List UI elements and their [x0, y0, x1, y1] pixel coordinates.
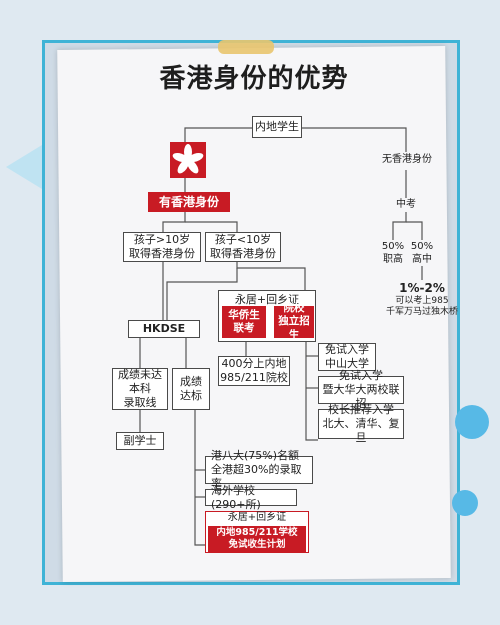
- node-age-under-10: 孩子<10岁 取得香港身份: [205, 232, 281, 262]
- node-mainland-student: 内地学生: [252, 116, 302, 138]
- node-vocational: 50% 职高: [381, 241, 405, 265]
- node-age-over-10: 孩子>10岁 取得香港身份: [123, 232, 201, 262]
- node-success-note: 可以考上985 千军万马过独木桥: [385, 296, 458, 318]
- node-no-hk-identity: 无香港身份: [382, 154, 432, 165]
- node-associate-degree: 副学士: [116, 432, 164, 450]
- node-has-hk-identity: 有香港身份: [148, 192, 230, 212]
- group-permanent-residence-label: 永居+回乡证: [234, 293, 300, 306]
- hk-bauhinia-icon: [170, 142, 206, 178]
- cloud-decoration-small: [452, 490, 478, 516]
- node-below-line: 成绩未达 本科 录取线: [112, 368, 168, 410]
- node-principal-recommend: 校长推荐入学 北大、清华、复旦: [318, 403, 404, 444]
- node-success-rate: 1%-2%: [399, 281, 445, 295]
- paper-plane-decoration: [6, 145, 42, 189]
- node-jinan-huaqiao: 免试入学 暨大华大两校联招: [318, 369, 404, 410]
- node-hk-top8: 港八大(75%)名额 全港超30%的录取率: [205, 449, 313, 490]
- cloud-decoration: [455, 405, 489, 439]
- node-overseas-chinese-exam: 华侨生 联考: [222, 306, 266, 338]
- node-highschool: 50% 高中: [410, 241, 434, 265]
- node-score-400: 400分上内地 985/211院校: [218, 356, 290, 386]
- node-overseas-schools: 海外学校(290+所): [205, 484, 297, 511]
- node-zhongkao: 中考: [396, 199, 416, 210]
- node-meets-standard: 成绩 达标: [172, 368, 210, 410]
- page-title: 香港身份的优势: [159, 64, 349, 94]
- node-exam-free-plan: 内地985/211学校 免试收生计划: [208, 525, 306, 552]
- group-permit-bottom: 永居+回乡证 内地985/211学校 免试收生计划: [205, 511, 309, 553]
- node-school-independent: 院校 独立招生: [274, 302, 314, 341]
- node-zhongshan: 免试入学 中山大学: [318, 343, 376, 371]
- tape-strip: [218, 40, 274, 54]
- node-hkdse: HKDSE: [128, 320, 200, 338]
- group-permit-bottom-label: 永居+回乡证: [227, 512, 287, 524]
